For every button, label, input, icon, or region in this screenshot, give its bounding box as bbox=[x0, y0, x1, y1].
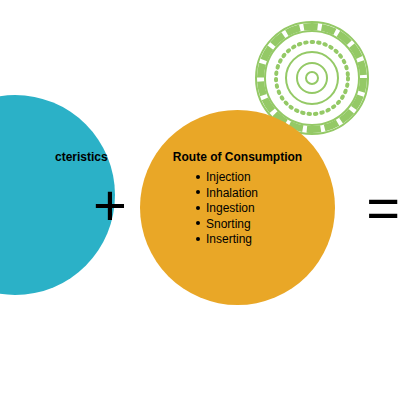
list-item: Inhalation bbox=[196, 186, 258, 200]
circle-heading: cteristics bbox=[55, 150, 108, 164]
list-item: Injection bbox=[196, 170, 251, 184]
list-item: Ingestion bbox=[196, 201, 255, 215]
list-item: Inserting bbox=[196, 232, 252, 246]
list-item-text: Inserting bbox=[206, 232, 252, 246]
list-item-text: Inhalation bbox=[206, 186, 258, 200]
list-item-text: Snorting bbox=[206, 217, 251, 231]
list-item-text: Ingestion bbox=[206, 201, 255, 215]
operator-sign: + bbox=[93, 176, 127, 234]
list-item-text: Injection bbox=[206, 170, 251, 184]
list-item: Snorting bbox=[196, 217, 251, 231]
factor-circle: Route of ConsumptionInjectionInhalationI… bbox=[140, 110, 335, 305]
circle-heading: Route of Consumption bbox=[173, 150, 302, 164]
bullet-dot bbox=[196, 237, 200, 241]
bullet-dot bbox=[196, 221, 200, 225]
bullet-dot bbox=[196, 206, 200, 210]
operator-sign: = bbox=[366, 179, 400, 237]
bullet-dot bbox=[196, 175, 200, 179]
bullet-dot bbox=[196, 190, 200, 194]
